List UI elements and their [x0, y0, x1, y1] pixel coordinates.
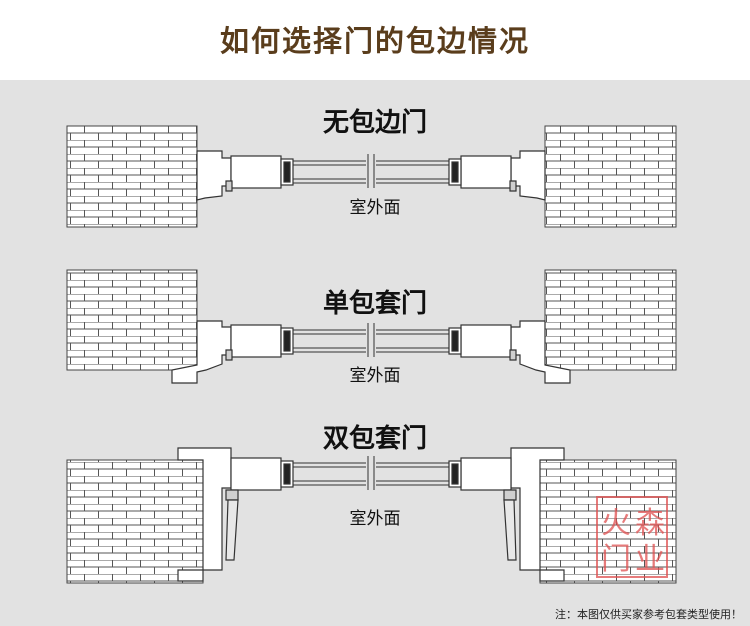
- section-title-single-trim: 单包套门: [322, 289, 427, 319]
- svg-text:森: 森: [635, 506, 665, 541]
- door-frame-left: [196, 150, 294, 201]
- section-title-no-trim: 无包边门: [322, 108, 427, 138]
- exterior-side-label: 室外面: [349, 509, 401, 529]
- section-single-trim-drawing: [66, 269, 677, 384]
- door-frame-left: [177, 447, 294, 582]
- brick-wall-right: [539, 459, 677, 584]
- svg-text:火: 火: [601, 506, 631, 541]
- brick-wall-right: [544, 269, 677, 371]
- door-leaf-glass: [293, 456, 449, 490]
- exterior-side-label: 室外面: [349, 198, 401, 218]
- door-frame-right: [448, 320, 571, 384]
- exterior-side-label: 室外面: [349, 366, 401, 386]
- brick-wall-left: [66, 269, 198, 371]
- brand-seal-watermark: 火 森 门 业: [596, 496, 668, 578]
- section-no-trim-drawing: [66, 125, 677, 228]
- header-bar: 如何选择门的包边情况: [0, 0, 750, 80]
- svg-text:业: 业: [635, 542, 665, 577]
- door-diagrams: 火 森 门 业: [66, 125, 677, 584]
- section-double-trim-drawing: [66, 447, 677, 584]
- door-leaf-glass: [293, 154, 449, 188]
- svg-text:门: 门: [601, 542, 631, 577]
- door-leaf-glass: [293, 323, 449, 357]
- door-frame-right: [448, 447, 565, 582]
- brick-wall-right: [544, 125, 677, 228]
- brick-wall-left: [66, 125, 198, 228]
- brick-wall-left: [66, 459, 204, 584]
- footnote: 注：本图仅供买家参考包套类型使用！: [555, 608, 742, 621]
- section-title-double-trim: 双包套门: [322, 424, 427, 454]
- door-frame-right: [448, 150, 546, 201]
- page-title: 如何选择门的包边情况: [219, 24, 530, 58]
- door-frame-left: [171, 320, 294, 384]
